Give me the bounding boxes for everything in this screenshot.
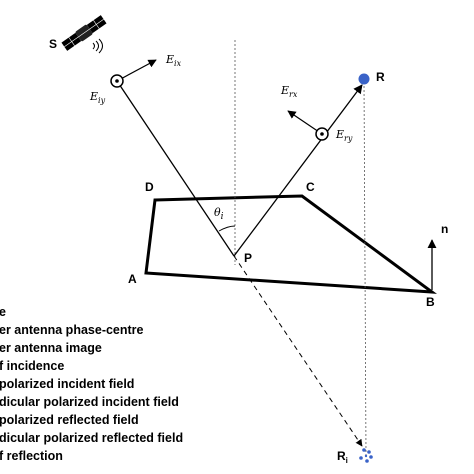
e-ix-arrow — [116, 59, 157, 82]
receiver-image-icon — [359, 448, 373, 463]
e-rx-arrow — [287, 110, 323, 135]
e-rx-label: Erx — [280, 84, 298, 99]
legend-item: f reflection — [0, 449, 63, 463]
legend-item: e — [0, 305, 6, 319]
e-ry-dot — [320, 132, 324, 136]
incident-ray — [116, 80, 235, 257]
receiver-label: R — [376, 70, 385, 84]
e-ix-label: Eix — [165, 53, 182, 68]
image-label: Ri — [337, 449, 348, 465]
legend-item: dicular polarized incident field — [0, 395, 179, 409]
corner-b-label: B — [426, 295, 435, 309]
legend-item: dicular polarized reflected field — [0, 431, 183, 445]
signal-waves-icon — [92, 38, 103, 54]
legend-item: f incidence — [0, 359, 64, 373]
corner-a-label: A — [128, 272, 137, 286]
satellite-icon — [61, 15, 107, 51]
incidence-angle-arc — [218, 225, 236, 232]
corner-c-label: C — [306, 180, 315, 194]
e-iy-dot — [115, 79, 119, 83]
point-p-label: P — [244, 251, 252, 265]
reflected-ray — [233, 84, 363, 257]
legend-item: er antenna image — [0, 341, 102, 355]
angle-label: θi — [214, 206, 224, 222]
e-ry-label: Ery — [335, 128, 353, 143]
legend-item: er antenna phase-centre — [0, 323, 144, 337]
e-iy-label: Eiy — [89, 90, 106, 105]
legend-item: polarized incident field — [0, 377, 134, 391]
receiver-dot — [358, 73, 370, 85]
receiver-image-vertical-line — [363, 81, 367, 456]
reflecting-surface — [144, 194, 438, 294]
legend-item: polarized reflected field — [0, 413, 139, 427]
corner-d-label: D — [145, 180, 154, 194]
normal-label: n — [441, 222, 448, 236]
legend: e er antenna phase-centre er antenna ima… — [0, 305, 183, 463]
satellite-label: S — [49, 37, 57, 51]
image-ray-dashed — [233, 255, 363, 447]
